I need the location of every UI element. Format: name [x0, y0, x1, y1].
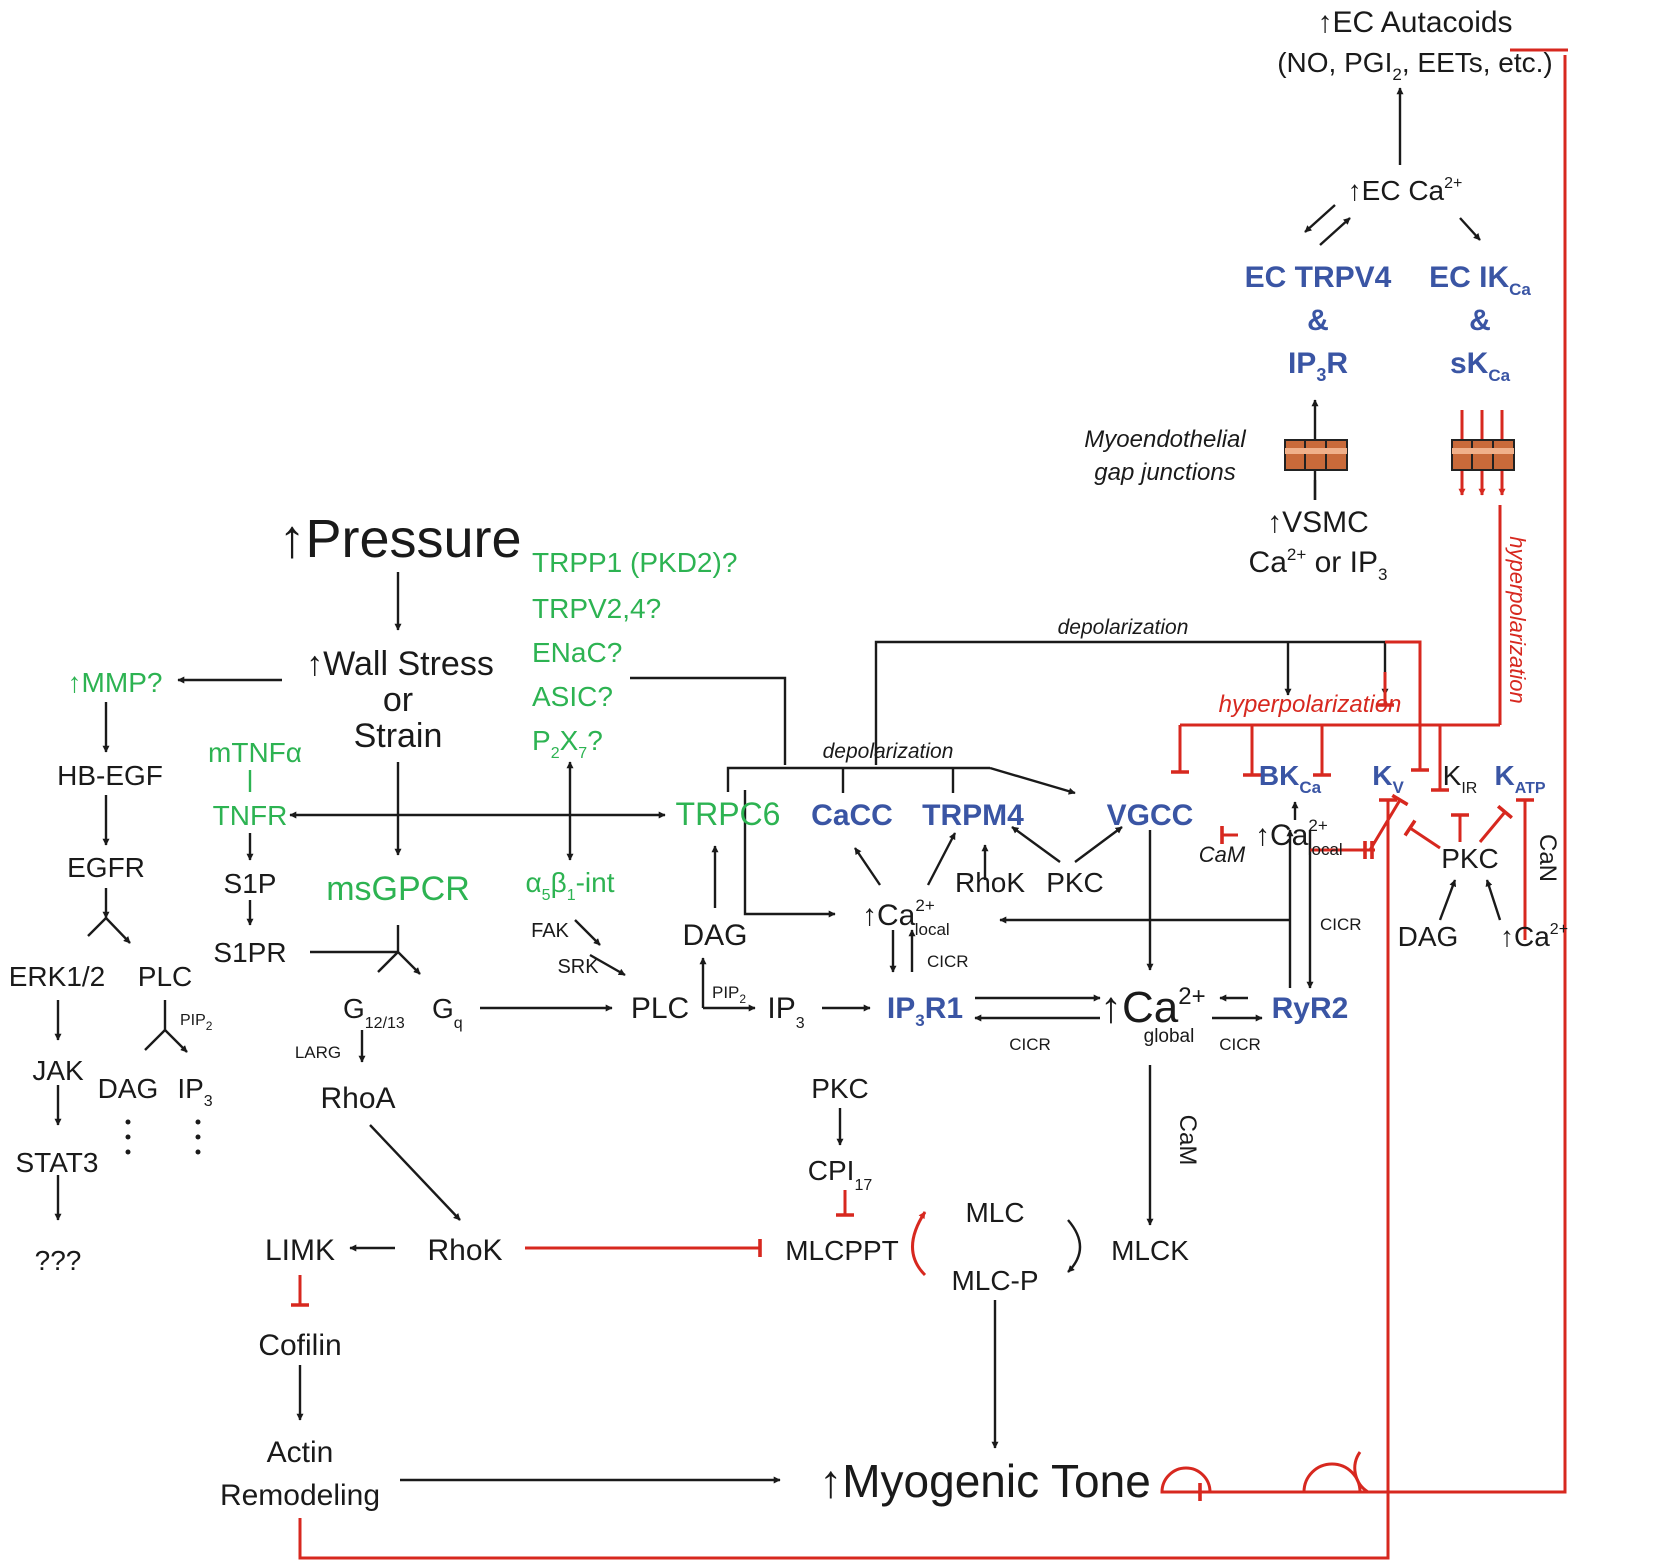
ec-ik-label: EC IKCa: [1429, 261, 1531, 299]
strain-label: Strain: [354, 717, 443, 755]
cicr-label-2: CICR: [1009, 1035, 1051, 1054]
dag-center-label: DAG: [682, 919, 747, 952]
srk-label: SRK: [557, 956, 599, 978]
amp-1: &: [1307, 304, 1329, 337]
ellipsis-dots: [125, 1119, 201, 1155]
can-label: CaN: [1534, 834, 1561, 882]
ec-autacoids-label: ↑EC Autacoids: [1317, 6, 1512, 39]
cam-italic-label: CaM: [1199, 842, 1246, 867]
plc-center-label: PLC: [631, 992, 689, 1025]
asic-label: ASIC?: [532, 681, 613, 712]
gap-junction-left: [1284, 439, 1348, 471]
amp-2: &: [1469, 304, 1491, 337]
cpi17-label: CPI17: [808, 1155, 873, 1194]
myogenic-tone-label: ↑Myogenic Tone: [819, 1455, 1151, 1507]
ca-right-label: ↑Ca2+: [1500, 921, 1568, 952]
gap-junction-right: [1451, 439, 1515, 471]
cicr-label-3: CICR: [1219, 1035, 1261, 1054]
pip2-left-label: PIP2: [180, 1012, 213, 1033]
p2x7-label: P2X7?: [532, 725, 603, 762]
sk-label: sKCa: [1450, 347, 1511, 385]
fak-label: FAK: [531, 920, 569, 942]
erk-label: ERK1/2: [9, 961, 106, 992]
stat3-label: STAT3: [16, 1147, 99, 1178]
ca-global-label: ↑Ca2+global: [1100, 983, 1206, 1047]
remodeling-label: Remodeling: [220, 1479, 380, 1512]
s1p-label: S1P: [224, 868, 277, 899]
pkc-right-label: PKC: [1441, 843, 1499, 874]
ec-autacoids-list: (NO, PGI2, EETs, etc.): [1277, 47, 1553, 84]
ip3-left-label: IP3: [177, 1073, 212, 1110]
inhibition-lines: [291, 48, 1568, 1560]
jak-label: JAK: [32, 1055, 84, 1086]
ec-ip3r-label: IP3R: [1288, 347, 1348, 385]
mmp-label: ↑MMP?: [68, 667, 163, 698]
msgpcr-label: msGPCR: [326, 870, 470, 908]
hyperpolarization-label: hyperpolarization: [1219, 691, 1402, 718]
vsmc-ca-label: Ca2+ or IP3: [1249, 545, 1388, 584]
enac-label: ENaC?: [532, 637, 622, 668]
trpv24-label: TRPV2,4?: [532, 593, 661, 624]
trpp1-label: TRPP1 (PKD2)?: [532, 547, 737, 578]
hb-egf-label: HB-EGF: [57, 760, 163, 791]
limk-label: LIMK: [265, 1234, 335, 1267]
ec-ca-label: ↑EC Ca2+: [1348, 175, 1463, 206]
rhoa-label: RhoA: [320, 1082, 395, 1115]
unknown-label: ???: [35, 1245, 82, 1276]
ryr2-label: RyR2: [1272, 992, 1349, 1025]
a5b1-integrin-label: α5β1-int: [525, 867, 614, 904]
larg-label: LARG: [295, 1043, 341, 1062]
dag-left-label: DAG: [98, 1073, 159, 1104]
pkc-center-label: PKC: [1046, 867, 1104, 898]
gq-label: Gq: [432, 993, 463, 1032]
katp-label: KATP: [1494, 760, 1545, 797]
rhok-left-label: RhoK: [427, 1234, 502, 1267]
trpc6-label: TRPC6: [676, 796, 781, 832]
trpm4-label: TRPM4: [922, 799, 1024, 832]
cacc-label: CaCC: [811, 799, 893, 832]
or-label: or: [383, 681, 413, 719]
pkc-lower-label: PKC: [811, 1073, 869, 1104]
activation-arrows: [54, 87, 1502, 1484]
mlc-label: MLC: [965, 1197, 1024, 1228]
hyperpolarization-vertical: hyperpolarization: [1505, 536, 1530, 704]
cicr-label-4: CICR: [1320, 915, 1362, 934]
egfr-label: EGFR: [67, 852, 145, 883]
mlc-p-label: MLC-P: [951, 1265, 1038, 1296]
rhok-center-label: RhoK: [955, 867, 1025, 898]
ca-local-center-label: ↑Ca2+local: [862, 896, 950, 939]
ip3-center-label: IP3: [767, 992, 804, 1032]
kir-label: KIR: [1443, 760, 1478, 797]
pressure-label: ↑Pressure: [278, 509, 521, 569]
tnfr-label: TNFR: [213, 800, 288, 831]
cicr-label-1: CICR: [927, 952, 969, 971]
depolarization-lower-label: depolarization: [823, 740, 954, 763]
gap-junction-label-2: gap junctions: [1094, 459, 1235, 486]
dag-right-label: DAG: [1398, 921, 1459, 952]
vsmc-label: ↑VSMC: [1267, 506, 1369, 539]
g1213-label: G12/13: [343, 993, 405, 1032]
s1pr-label: S1PR: [213, 937, 286, 968]
cam-vertical-label: CaM: [1174, 1115, 1201, 1166]
cofilin-label: Cofilin: [258, 1329, 341, 1362]
vgcc-label: VGCC: [1107, 799, 1194, 832]
mlcppt-label: MLCPPT: [785, 1235, 899, 1266]
ip3r1-label: IP3R1: [887, 992, 963, 1030]
pip2-center-label: PIP2: [712, 983, 746, 1006]
wall-stress-label: ↑Wall Stress: [306, 645, 494, 683]
mtnfa-label: mTNFα: [208, 737, 302, 768]
depolarization-upper-label: depolarization: [1058, 616, 1189, 639]
plc-left-label: PLC: [138, 961, 192, 992]
ca-local-right-label: ↑Ca2+local: [1255, 816, 1343, 859]
gap-junction-label-1: Myoendothelial: [1084, 426, 1246, 453]
ec-trpv4-label: EC TRPV4: [1245, 261, 1392, 294]
bk-label: BKCa: [1259, 760, 1322, 797]
actin-label: Actin: [267, 1436, 334, 1469]
kv-label: KV: [1372, 760, 1404, 797]
mlck-label: MLCK: [1111, 1235, 1189, 1266]
